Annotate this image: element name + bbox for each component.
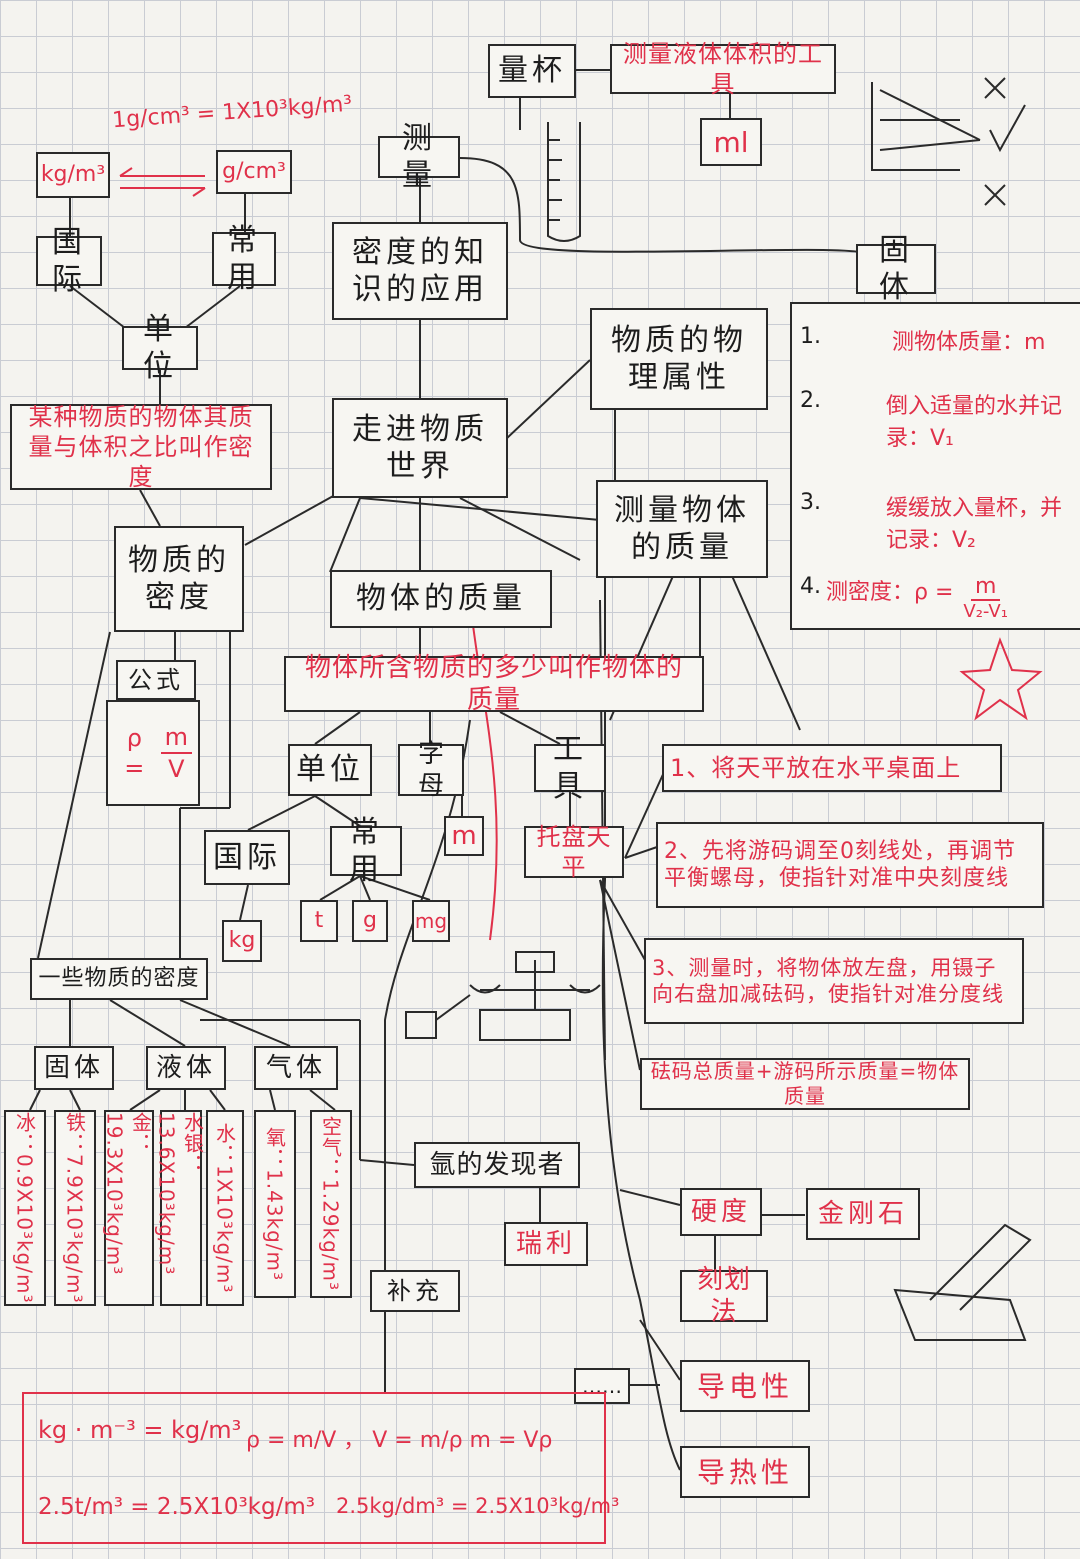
object-mass-box: 物体的质量 bbox=[330, 570, 552, 628]
solid-step-2: 2. 倒入适量的水并记录：V₁ bbox=[800, 388, 1076, 452]
mass-unit-box: 单位 bbox=[288, 744, 372, 796]
formula-line-1a: kg · m⁻³ = kg/m³ bbox=[38, 1416, 242, 1444]
densities-solid-box: 固体 bbox=[34, 1046, 114, 1090]
formula-den: V bbox=[168, 755, 185, 783]
formula-line-2b: 2.5kg/dm³ = 2.5X10³kg/m³ bbox=[336, 1494, 620, 1518]
cylinder-box: 量杯 bbox=[488, 44, 576, 98]
density-gold: 金：19.3X10³kg/m³ bbox=[103, 1110, 154, 1306]
mass-letter-box: 字母 bbox=[398, 739, 464, 801]
thermal-box: 导热性 bbox=[680, 1446, 810, 1498]
solid-step-1: 1. 测物体质量：m bbox=[800, 324, 1045, 356]
mass-mg-box: mg bbox=[412, 900, 450, 942]
balance-step-4: 砝码总质量+游码所示质量=物体质量 bbox=[640, 1058, 970, 1110]
formula-line-2a: 2.5t/m³ = 2.5X10³kg/m³ bbox=[38, 1494, 315, 1520]
scratch-method-box: 刻划法 bbox=[680, 1265, 768, 1327]
densities-gas-box: 气体 bbox=[254, 1046, 338, 1090]
solid-step-1-text: 测物体质量：m bbox=[892, 330, 1046, 355]
density-title-box: 物质的密度 bbox=[114, 526, 244, 632]
mass-tool-box: 工具 bbox=[534, 732, 606, 804]
density-oxygen: 氧：1.43kg/m³ bbox=[254, 1110, 296, 1298]
solid-step-2-text: 倒入适量的水并记录：V₁ bbox=[886, 394, 1063, 451]
mass-t-box: t bbox=[300, 900, 338, 942]
root-topic-box: 走进物质世界 bbox=[332, 398, 508, 498]
density-unit-box: 单位 bbox=[122, 312, 198, 384]
kgm3-box: kg/m³ bbox=[36, 152, 110, 198]
density-definition-box: 某种物质的物体其质量与体积之比叫作密度 bbox=[10, 403, 272, 491]
density-intl-box: 国际 bbox=[36, 225, 102, 297]
cylinder-unit-box: ml bbox=[700, 118, 762, 166]
densities-title-box: 一些物质的密度 bbox=[30, 958, 208, 1000]
formula-summary-box: kg · m⁻³ = kg/m³ ρ = m/V ， V = m/ρ m = V… bbox=[22, 1392, 619, 1544]
measure-mass-box: 测量物体的质量 bbox=[596, 480, 768, 578]
solid-step-2-num: 2. bbox=[800, 388, 821, 413]
density-common-box: 常用 bbox=[212, 223, 276, 295]
formula-num: m bbox=[160, 722, 192, 754]
argon-discoverer-box: 氩的发现者 bbox=[414, 1142, 580, 1188]
density-mercury: 水银：13.6X10³kg/m³ bbox=[155, 1110, 205, 1306]
mass-letter-value: m bbox=[444, 816, 484, 856]
solid-step-3-num: 3. bbox=[800, 490, 821, 515]
density-water: 水：1X10³kg/m³ bbox=[206, 1110, 244, 1306]
balance-step-1: 1、将天平放在水平桌面上 bbox=[662, 744, 1002, 792]
supplement-box: 补充 bbox=[370, 1270, 460, 1312]
formula-line-1b: ρ = m/V ， V = m/ρ m = Vρ bbox=[246, 1428, 553, 1453]
densities-liquid-box: 液体 bbox=[146, 1046, 226, 1090]
density-application-box: 密度的知识的应用 bbox=[332, 222, 508, 320]
solid-formula-den: V₂-V₁ bbox=[963, 601, 1008, 622]
solid-step-1-num: 1. bbox=[800, 324, 821, 349]
physical-property-box: 物质的物理属性 bbox=[590, 308, 768, 410]
mass-common-box: 常用 bbox=[330, 815, 402, 887]
formula-label-box: 公式 bbox=[116, 660, 196, 700]
argon-name-box: 瑞利 bbox=[504, 1222, 588, 1266]
solid-step-3: 3. 缓缓放入量杯，并记录：V₂ bbox=[800, 490, 1076, 554]
solid-formula-num: m bbox=[970, 574, 1001, 601]
density-air: 空气：1.29kg/m³ bbox=[310, 1110, 352, 1298]
mass-intl-box: 国际 bbox=[204, 830, 290, 885]
diamond-box: 金刚石 bbox=[806, 1188, 920, 1240]
solid-step-4-num: 4. bbox=[800, 574, 821, 599]
cylinder-desc-box: 测量液体体积的工具 bbox=[610, 40, 836, 98]
solid-step-4-text: 测密度：ρ = bbox=[826, 580, 954, 605]
formula-rho: ρ = bbox=[124, 724, 145, 782]
balance-step-3: 3、测量时，将物体放左盘，用镊子向右盘加减砝码，使指针对准分度线 bbox=[644, 938, 1024, 1024]
solid-step-3-text: 缓缓放入量杯，并记录：V₂ bbox=[886, 496, 1063, 553]
conductivity-box: 导电性 bbox=[680, 1360, 810, 1412]
hardness-box: 硬度 bbox=[680, 1188, 762, 1236]
density-ice: 冰：0.9X10³kg/m³ bbox=[4, 1110, 46, 1306]
balance-box: 托盘天平 bbox=[524, 823, 624, 881]
solid-density-steps: 1. 测物体质量：m 2. 倒入适量的水并记录：V₁ 3. 缓缓放入量杯，并记录：V₂… bbox=[790, 302, 1080, 630]
mass-definition-box: 物体所含物质的多少叫作物体的质量 bbox=[284, 653, 704, 715]
balance-step-2: 2、先将游码调至0刻线处，再调节平衡螺母，使指针对准中央刻度线 bbox=[656, 822, 1044, 908]
measure-box: 测量 bbox=[378, 121, 460, 193]
gcm3-box: g/cm³ bbox=[216, 150, 292, 194]
solid-box: 固体 bbox=[856, 233, 936, 305]
mass-g-box: g bbox=[352, 900, 388, 942]
density-iron: 铁：7.9X10³kg/m³ bbox=[54, 1110, 96, 1306]
mass-kg-box: kg bbox=[222, 920, 262, 962]
